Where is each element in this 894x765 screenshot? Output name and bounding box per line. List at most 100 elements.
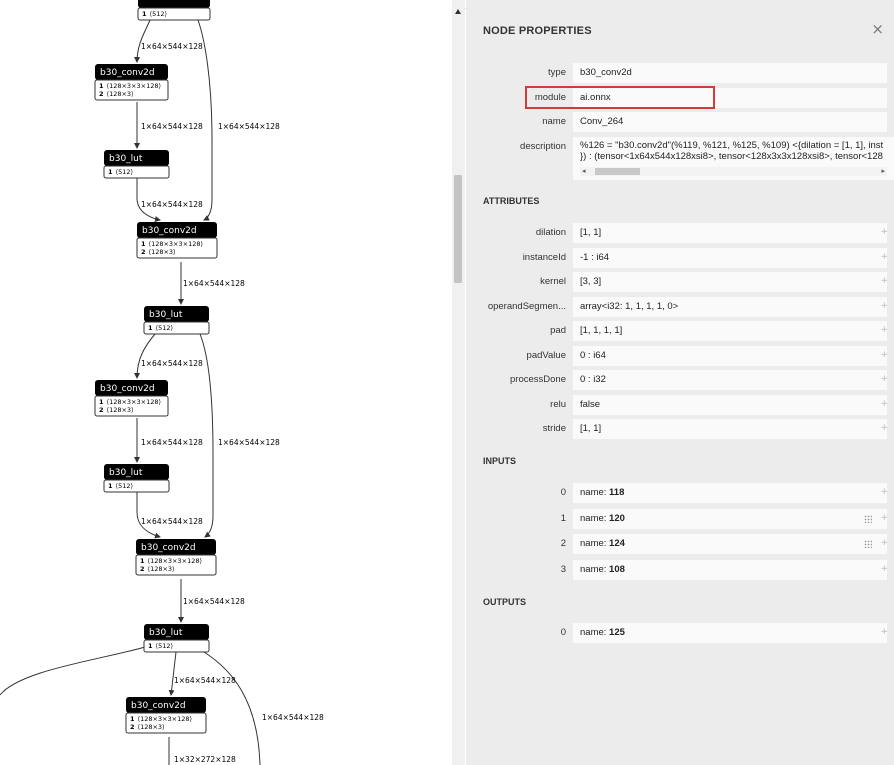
description-line: }) : (tensor<1x64x544x128xsi8>, tensor<1… [580,151,883,162]
attribute-value[interactable]: false [573,394,887,415]
close-icon[interactable]: × [871,20,884,38]
output-value[interactable]: name: 125 [573,623,887,643]
expand-plus-icon[interactable]: + [880,276,888,286]
property-row-description: description [466,137,894,157]
node-body[interactable] [143,639,210,653]
expand-plus-icon[interactable]: + [880,512,888,523]
property-value[interactable]: Conv_264 [573,112,887,132]
node-header[interactable] [136,539,216,555]
property-value[interactable]: b30_conv2d [573,63,887,83]
node-body[interactable] [137,7,211,21]
node-body[interactable] [94,79,169,101]
input-label: 0 [560,487,566,498]
attribute-value[interactable]: 0 : i32 [573,370,887,390]
graph-edge[interactable] [136,492,161,539]
expand-plus-icon[interactable]: + [880,423,888,433]
node-header[interactable] [95,64,168,80]
graph-edge[interactable] [168,651,177,696]
node-param-index: 2 [130,723,135,731]
scroll-right-arrow-icon[interactable]: ▸ [881,168,885,175]
input-value[interactable]: name: 118 [573,483,887,503]
description-box[interactable]: %126 = "b30.conv2d"(%119, %121, %125, %1… [573,137,894,180]
node-param-shape: ⟨128×3⟩ [107,90,134,98]
expand-plus-icon[interactable]: + [880,487,888,497]
grip-icon[interactable] [864,540,872,548]
expand-plus-icon[interactable]: + [880,325,888,335]
edge-label: 1×64×544×128 [141,122,203,131]
graph-edge[interactable] [203,651,261,765]
edge-label: 1×32×272×128 [174,755,236,764]
input-value[interactable]: name: 124 [573,534,887,554]
io-name-prefix: name: [580,487,610,498]
attribute-value[interactable]: [1, 1] [573,223,887,243]
node-body[interactable] [103,165,170,179]
graph-edge[interactable] [134,333,156,379]
expand-plus-icon[interactable]: + [880,398,888,409]
input-value[interactable]: name: 120 [573,508,887,529]
expand-plus-icon[interactable]: + [880,251,888,262]
graph-edge[interactable] [199,333,214,538]
node-header[interactable] [104,464,169,480]
attribute-label: padValue [526,349,566,361]
graph-edge[interactable] [197,19,213,221]
expand-plus-icon[interactable]: + [880,349,888,360]
node-body[interactable] [103,479,170,493]
attribute-value[interactable]: array<i32: 1, 1, 1, 1, 0> [573,296,887,317]
node-header[interactable] [138,0,210,8]
node-header[interactable] [126,697,206,713]
node-param-shape: ⟨128×3×3×128⟩ [107,398,162,406]
grip-icon[interactable] [864,514,872,523]
scrollbar-thumb[interactable] [454,175,462,283]
attribute-label: processDone [510,374,566,385]
edge-label: 1×64×544×128 [141,438,203,447]
property-value[interactable]: ai.onnx [573,88,887,108]
edge-label: 1×64×544×128 [141,359,203,368]
graph-edge[interactable] [0,646,146,696]
expand-plus-icon[interactable]: + [880,563,888,574]
scrollbar-thumb[interactable] [595,168,640,175]
graph-node-op[interactable]: 1⟨512⟩ [137,0,211,21]
graph-edge[interactable] [136,178,161,222]
attribute-value[interactable]: -1 : i64 [573,247,887,268]
scroll-up-arrow-icon[interactable] [455,9,461,14]
expand-plus-icon[interactable]: + [880,627,888,637]
node-body[interactable] [136,237,218,259]
expand-plus-icon[interactable]: + [880,227,888,237]
expand-plus-icon[interactable]: + [880,374,888,384]
graph-edge[interactable] [134,19,151,63]
attribute-value[interactable]: 0 : i64 [573,345,887,366]
graph-vertical-scrollbar[interactable] [452,0,465,765]
attribute-value[interactable]: [1, 1] [573,419,887,439]
attribute-value[interactable]: [3, 3] [573,272,887,292]
node-param-shape: ⟨128×3×3×128⟩ [148,557,203,565]
expand-plus-icon[interactable]: + [880,300,888,311]
node-body[interactable] [94,395,169,417]
scroll-left-arrow-icon[interactable]: ◂ [582,168,586,175]
node-body[interactable] [125,712,207,734]
node-header[interactable] [144,306,209,322]
node-header[interactable] [137,222,217,238]
node-body[interactable] [143,321,210,335]
node-header[interactable] [144,624,209,640]
attribute-value[interactable]: [1, 1, 1, 1] [573,321,887,341]
node-body[interactable] [135,554,217,576]
description-horizontal-scrollbar[interactable]: ◂ ▸ [580,167,887,176]
node-header[interactable] [95,380,168,396]
expand-plus-icon[interactable]: + [880,538,888,548]
node-header[interactable] [104,150,169,166]
node-param: 1⟨512⟩ [142,10,167,18]
node-title: b30_lut [149,628,183,638]
edge-label: 1×64×544×128 [262,713,324,722]
input-value[interactable]: name: 108 [573,559,887,580]
